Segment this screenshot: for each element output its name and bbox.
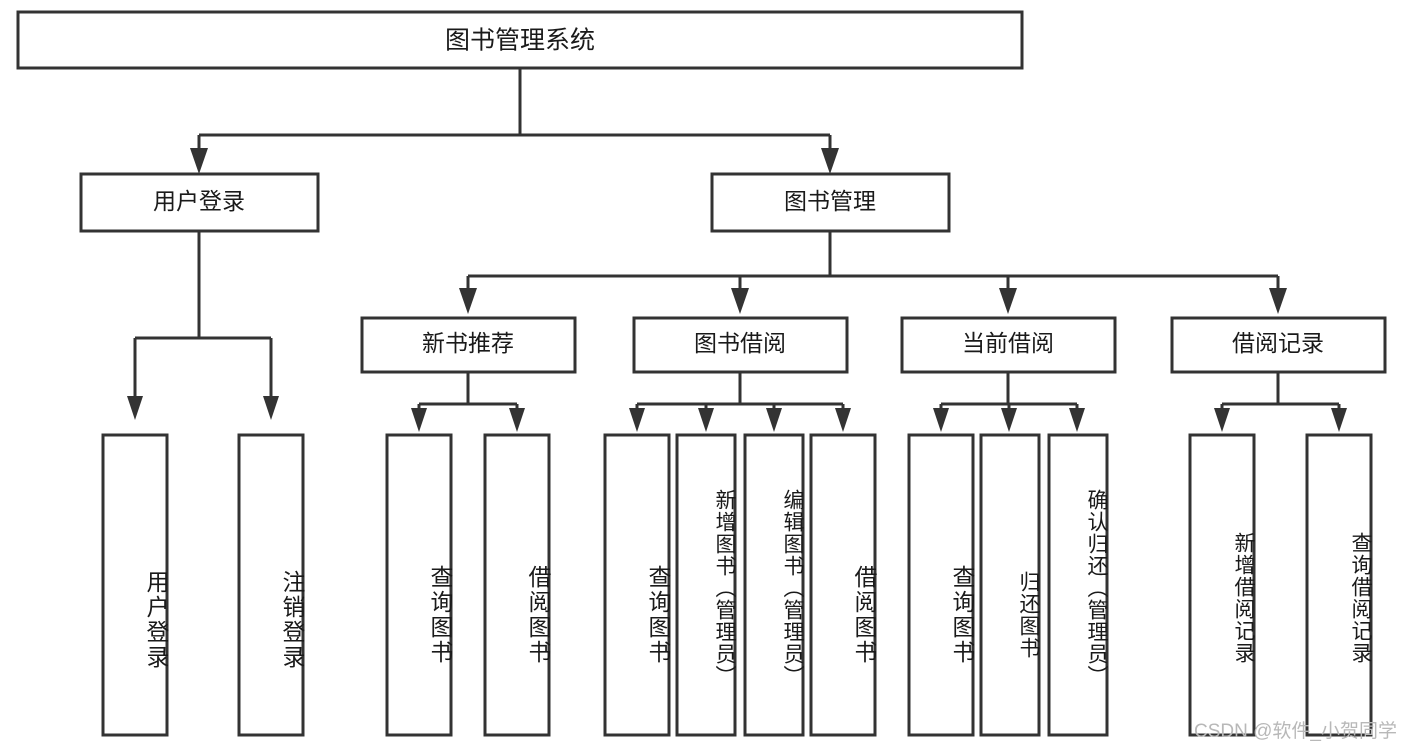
arrow-head-currentborrow-leaf-3 <box>1069 408 1085 432</box>
arrow-head-new-book <box>459 288 477 314</box>
arrow-head-bookborrow-leaf-3 <box>766 408 782 432</box>
leaf-box-confirm-return-admin[interactable] <box>1047 433 1109 737</box>
leaf-box-logout[interactable] <box>237 433 305 737</box>
leaf-box-edit-book-admin[interactable] <box>743 433 805 737</box>
arrow-head-borrow-record <box>1269 288 1287 314</box>
arrow-head-bookborrow-leaf-2 <box>698 408 714 432</box>
leaf-box-add-borrow-record[interactable] <box>1188 433 1256 737</box>
arrow-head-leaf-logout <box>263 396 279 420</box>
arrow-head-newbook-leaf-1 <box>411 408 427 432</box>
arrow-head-currentborrow-leaf-2 <box>1001 408 1017 432</box>
node-book-borrow-label: 图书借阅 <box>694 330 786 356</box>
node-book-management[interactable]: 图书管理 <box>710 172 951 233</box>
node-borrow-record-label: 借阅记录 <box>1232 330 1324 356</box>
arrow-head-bookborrow-leaf-1 <box>629 408 645 432</box>
watermark-text: CSDN @软件_小贺同学 <box>1194 721 1397 742</box>
arrow-head-currentborrow-leaf-1 <box>933 408 949 432</box>
node-current-borrow[interactable]: 当前借阅 <box>900 316 1117 374</box>
leaf-box-query-book-borrow[interactable] <box>603 433 671 737</box>
node-borrow-record-box[interactable] <box>1170 316 1387 374</box>
leaf-box-borrow-book-newrec[interactable] <box>483 433 551 737</box>
node-book-borrow[interactable]: 图书借阅 <box>632 316 849 374</box>
arrow-head-borrowrecord-leaf-2 <box>1331 408 1347 432</box>
arrow-head-leaf-user-login <box>127 396 143 420</box>
arrow-head-bookborrow-leaf-4 <box>835 408 851 432</box>
node-current-borrow-box[interactable] <box>900 316 1117 374</box>
node-book-management-box[interactable] <box>710 172 951 233</box>
leaf-box-query-borrow-record[interactable] <box>1305 433 1373 737</box>
node-user-login-box[interactable] <box>79 172 320 233</box>
arrow-head-current-borrow <box>999 288 1017 314</box>
node-root-system-box[interactable] <box>16 10 1024 70</box>
arrow-head-book-mgmt <box>821 148 839 174</box>
connector-layer <box>127 68 1347 432</box>
leaf-box-query-book-current[interactable] <box>907 433 975 737</box>
node-user-login-label: 用户登录 <box>153 188 245 214</box>
node-borrow-record[interactable]: 借阅记录 <box>1170 316 1387 374</box>
leaf-box-user-login[interactable] <box>101 433 169 737</box>
leaf-box-borrow-book[interactable] <box>809 433 877 737</box>
arrow-head-newbook-leaf-2 <box>509 408 525 432</box>
arrow-head-borrowrecord-leaf-1 <box>1214 408 1230 432</box>
arrow-head-book-borrow <box>731 288 749 314</box>
node-book-borrow-box[interactable] <box>632 316 849 374</box>
leaf-box-query-book-newrec[interactable] <box>385 433 453 737</box>
node-root-system[interactable]: 图书管理系统 <box>16 10 1024 70</box>
node-new-book-recommend-label: 新书推荐 <box>422 330 514 356</box>
leaf-box-return-book[interactable] <box>979 433 1041 737</box>
node-user-login[interactable]: 用户登录 <box>79 172 320 233</box>
node-current-borrow-label: 当前借阅 <box>962 330 1054 356</box>
node-root-system-label: 图书管理系统 <box>445 27 595 55</box>
leaf-box-add-book-admin[interactable] <box>675 433 737 737</box>
node-book-management-label: 图书管理 <box>784 188 876 214</box>
arrow-head-user-login <box>190 148 208 174</box>
node-new-book-recommend-box[interactable] <box>360 316 577 374</box>
node-new-book-recommend[interactable]: 新书推荐 <box>360 316 577 374</box>
